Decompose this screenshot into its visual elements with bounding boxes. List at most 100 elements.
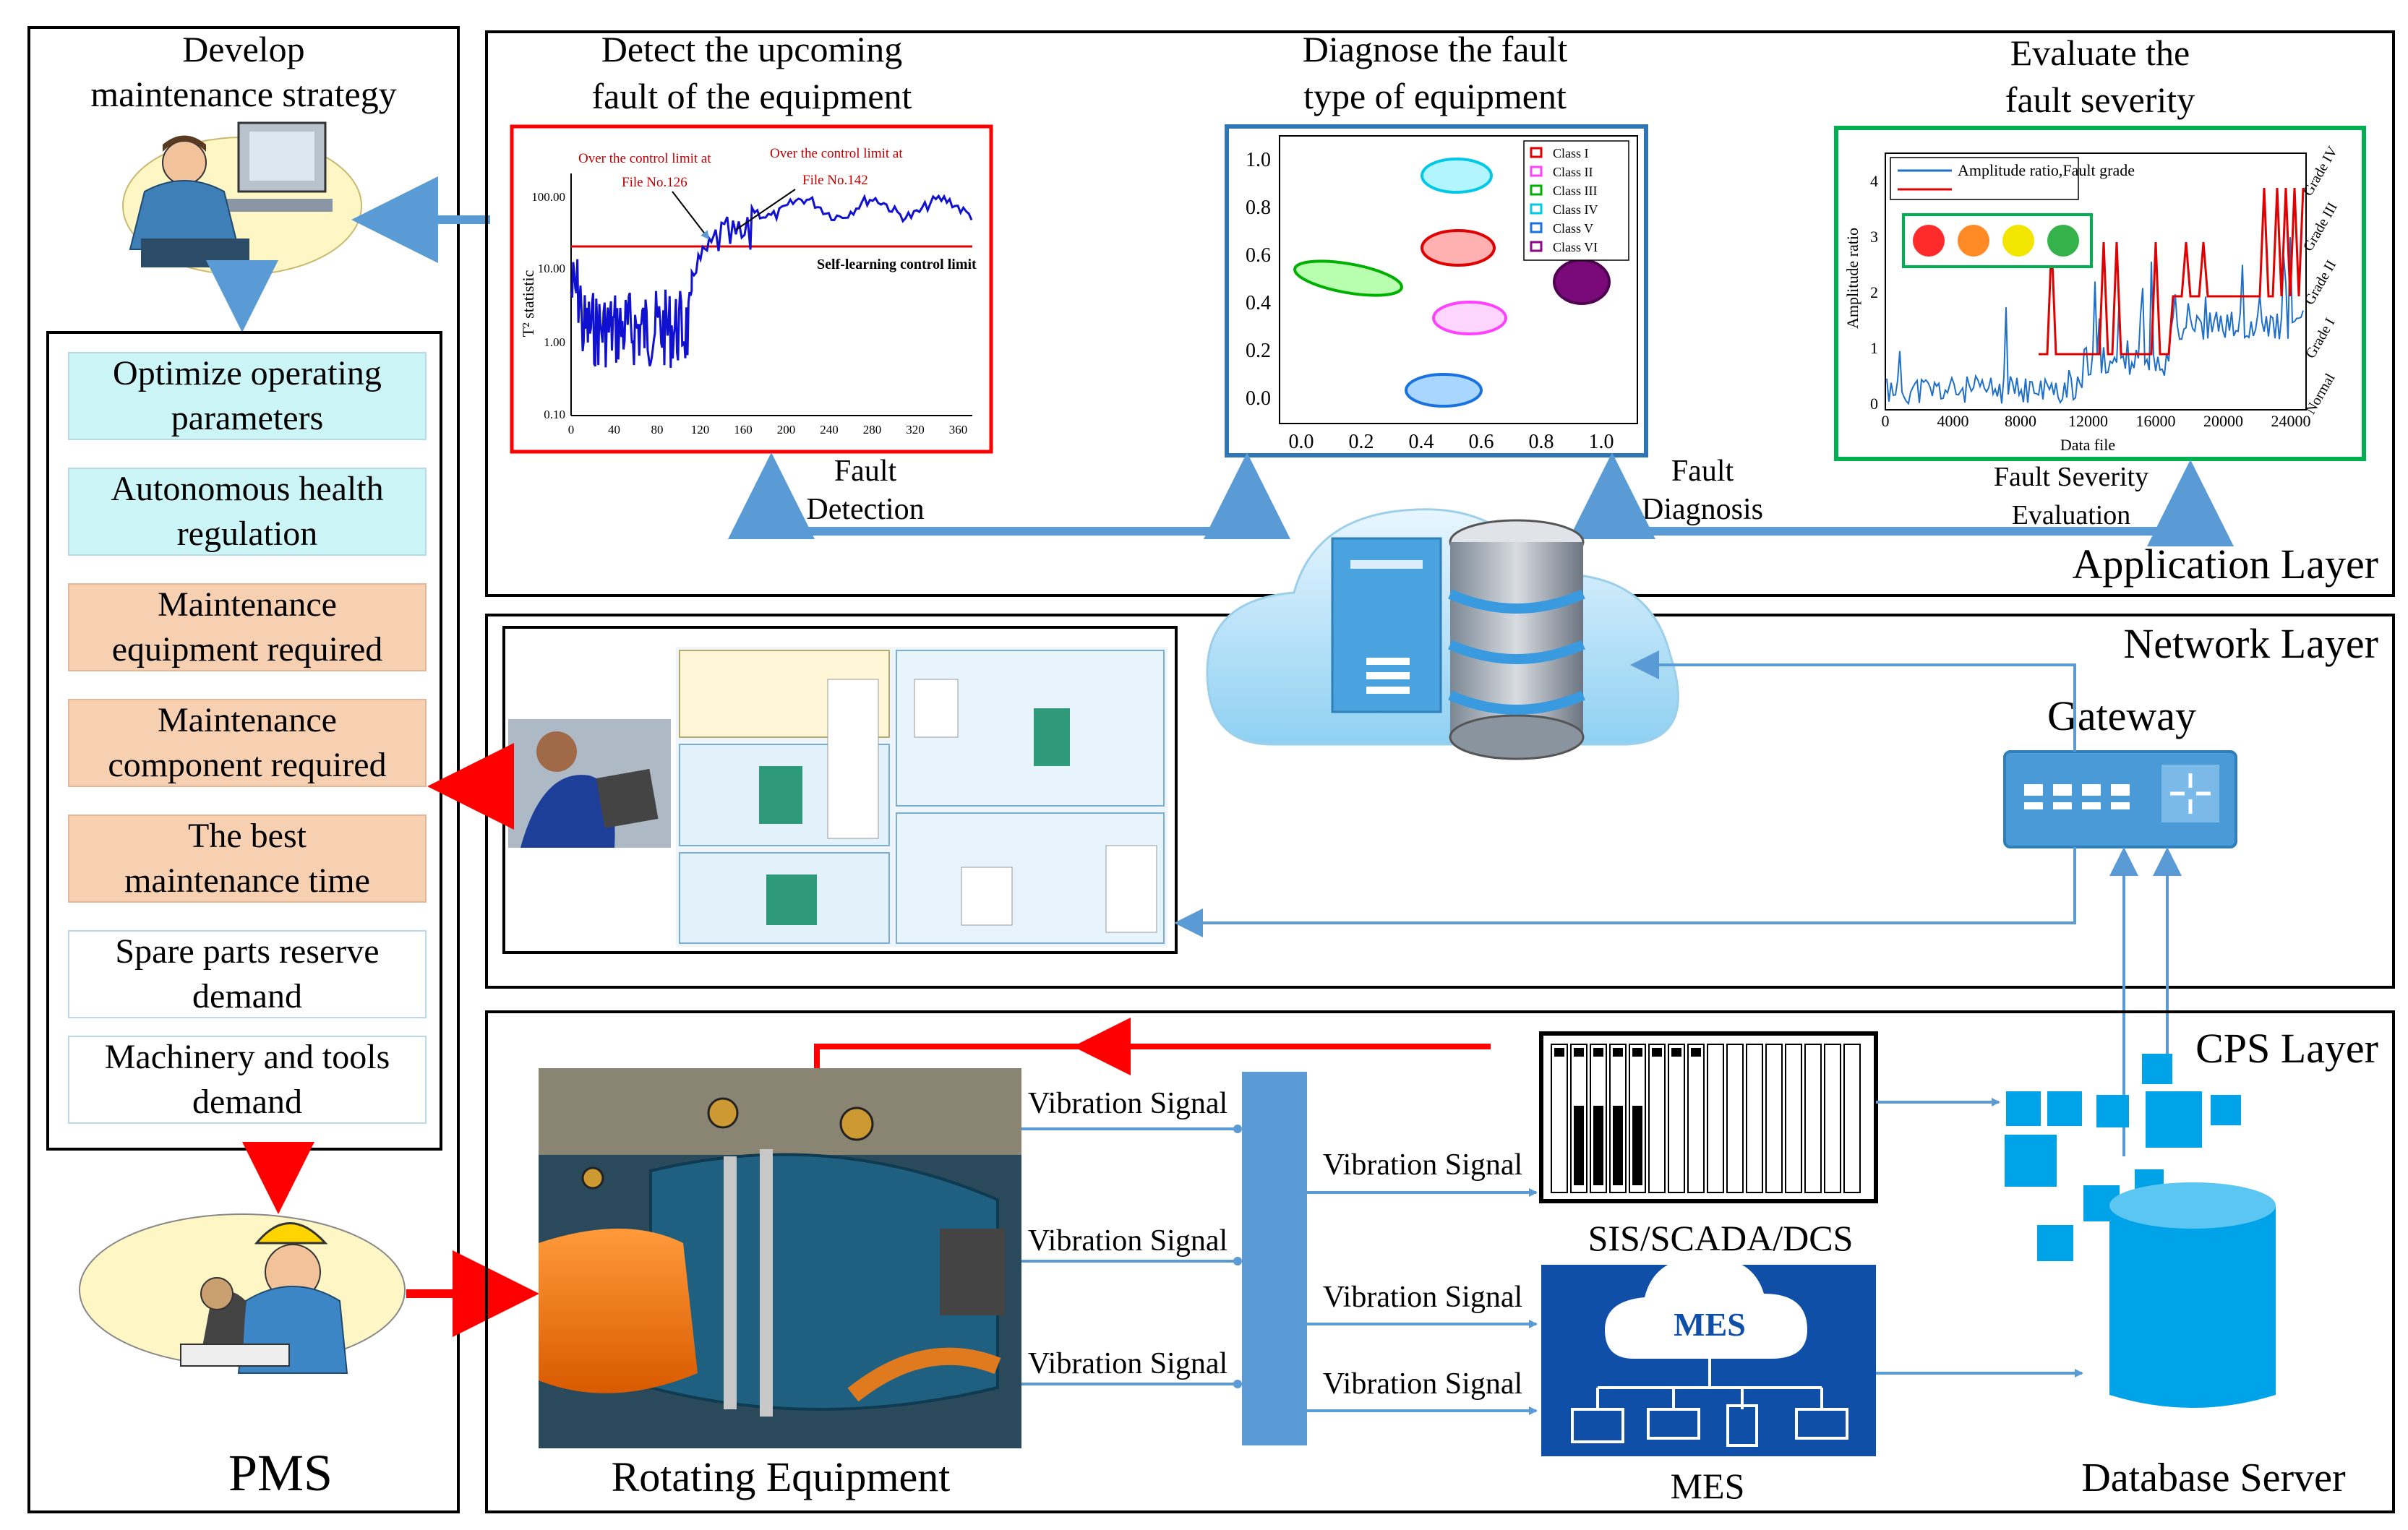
- signal-label-1: Vibration Signal: [1028, 1087, 1227, 1120]
- strategy-title-line2: maintenance strategy: [90, 74, 396, 114]
- signal-label-6: Vibration Signal: [1323, 1367, 1522, 1401]
- engineer-computer-illustration: [122, 121, 362, 275]
- detect-y-tick: 100.00: [531, 190, 565, 204]
- fault-grade-series: [2039, 187, 2305, 356]
- evaluate-legend: [1890, 157, 2079, 200]
- operator-laptop-photo: [508, 719, 671, 848]
- cloud-to-application-arrows: [728, 452, 2234, 546]
- gateway-label: Gateway: [2047, 692, 2196, 739]
- detect-x-tick: 360: [949, 423, 968, 437]
- evaluate-x-tick: 4000: [1937, 412, 1969, 430]
- database-server-label: Database Server: [2081, 1456, 2346, 1500]
- evaluate-y-tick: 1: [1870, 339, 1878, 357]
- cluster-class-iv: [1421, 158, 1493, 194]
- evaluate-chart-frame: [1834, 126, 2366, 461]
- mes-label: MES: [1671, 1466, 1745, 1506]
- diagnose-y-tick: 1.0: [1246, 149, 1271, 171]
- mes-illustration: MES: [1541, 1257, 1876, 1456]
- sis-label: SIS/SCADA/DCS: [1588, 1218, 1854, 1258]
- diagnose-legend: [1523, 140, 1629, 261]
- cluster-class-iii: [1293, 259, 1403, 297]
- diagnose-legend-label: Class V: [1553, 221, 1593, 236]
- diagnose-legend-label: Class I: [1553, 146, 1589, 160]
- sis-scada-dcs-rack: [1539, 1031, 1878, 1203]
- evaluate-x-tick: 0: [1882, 412, 1890, 430]
- diagnose-y-tick: 0.8: [1246, 197, 1271, 219]
- bus-to-system-lines: [1307, 1188, 1538, 1415]
- signal-label-5: Vibration Signal: [1323, 1281, 1522, 1314]
- diagnose-x-tick: 0.4: [1409, 431, 1434, 453]
- evaluate-title-line1: Evaluate the: [2010, 33, 2190, 73]
- diagnose-y-tick: 0.2: [1246, 340, 1271, 362]
- detect-x-tick: 120: [691, 423, 710, 437]
- traffic-light: [2047, 225, 2079, 257]
- detect-title-line2: fault of the equipment: [592, 76, 912, 116]
- evaluate-caption-line1: Fault Severity: [1994, 462, 2148, 492]
- traffic-lights: [1913, 225, 2079, 257]
- network-layer-label: Network Layer: [2123, 620, 2378, 667]
- diagnose-x-tick: 0.6: [1469, 431, 1494, 453]
- traffic-light: [2002, 225, 2034, 257]
- detect-caption-line1: Fault: [834, 455, 897, 488]
- cluster-class-v: [1405, 373, 1483, 408]
- detect-annotation-1-line2: File No.126: [622, 175, 687, 190]
- strategy-title-line1: Develop: [182, 29, 304, 69]
- detect-annotation-1-line1: Over the control limit at: [578, 151, 711, 166]
- gateway-router-icon: [2003, 750, 2237, 848]
- detect-annotation-2-pointer: [735, 189, 796, 231]
- evaluate-y-tick: 2: [1870, 283, 1878, 301]
- equipment-to-bus-lines: [1021, 1125, 1242, 1388]
- database-server-icon: [2005, 1054, 2276, 1408]
- evaluate-caption-line2: Evaluation: [2012, 500, 2131, 530]
- evaluate-legend-amplitude: Amplitude ratio,Fault grade: [1958, 161, 2135, 179]
- cps-layer-panel: [485, 1010, 2395, 1513]
- evaluate-xlabel: Data file: [2060, 436, 2115, 454]
- diagnose-y-tick: 0.0: [1246, 387, 1271, 410]
- evaluate-y-tick: 3: [1870, 228, 1878, 246]
- t2-statistic-series: [570, 194, 973, 369]
- detect-x-tick: 280: [863, 423, 882, 437]
- detect-x-tick: 200: [777, 423, 796, 437]
- detect-x-tick: 40: [608, 423, 620, 437]
- detect-x-tick: 240: [820, 423, 839, 437]
- diagnose-legend-label: Class III: [1553, 184, 1598, 198]
- diagnose-x-tick: 0.2: [1349, 431, 1374, 453]
- cloud-server-illustration: [1206, 508, 1679, 760]
- rotating-equipment-label: Rotating Equipment: [612, 1453, 951, 1500]
- evaluate-y-tick: 4: [1870, 172, 1878, 190]
- model-architecture-thumbnail: [676, 647, 1167, 947]
- detect-y-tick: 1.00: [544, 335, 565, 349]
- cps-layer-label: CPS Layer: [2195, 1025, 2378, 1072]
- traffic-light: [1913, 225, 1945, 257]
- evaluate-x-tick: 8000: [2005, 412, 2036, 430]
- diagnose-y-ticks: 1.00.80.60.40.20.0: [1246, 149, 1271, 410]
- detect-ylabel: T² statistic: [519, 270, 537, 337]
- rotating-equipment-photo: [539, 1068, 1021, 1448]
- diagnose-legend-marker: [1530, 222, 1543, 233]
- diagnose-legend-marker: [1530, 241, 1543, 252]
- mes-logo-text: MES: [1674, 1306, 1746, 1343]
- diagnose-legend-marker: [1530, 166, 1543, 177]
- diagnose-caption-line2: Diagnosis: [1642, 493, 1763, 526]
- diagnose-x-tick: 1.0: [1589, 431, 1614, 453]
- detect-caption-line2: Detection: [806, 493, 924, 526]
- maintenance-worker-illustration: [79, 1213, 406, 1374]
- diagnose-legend-marker: [1530, 203, 1543, 215]
